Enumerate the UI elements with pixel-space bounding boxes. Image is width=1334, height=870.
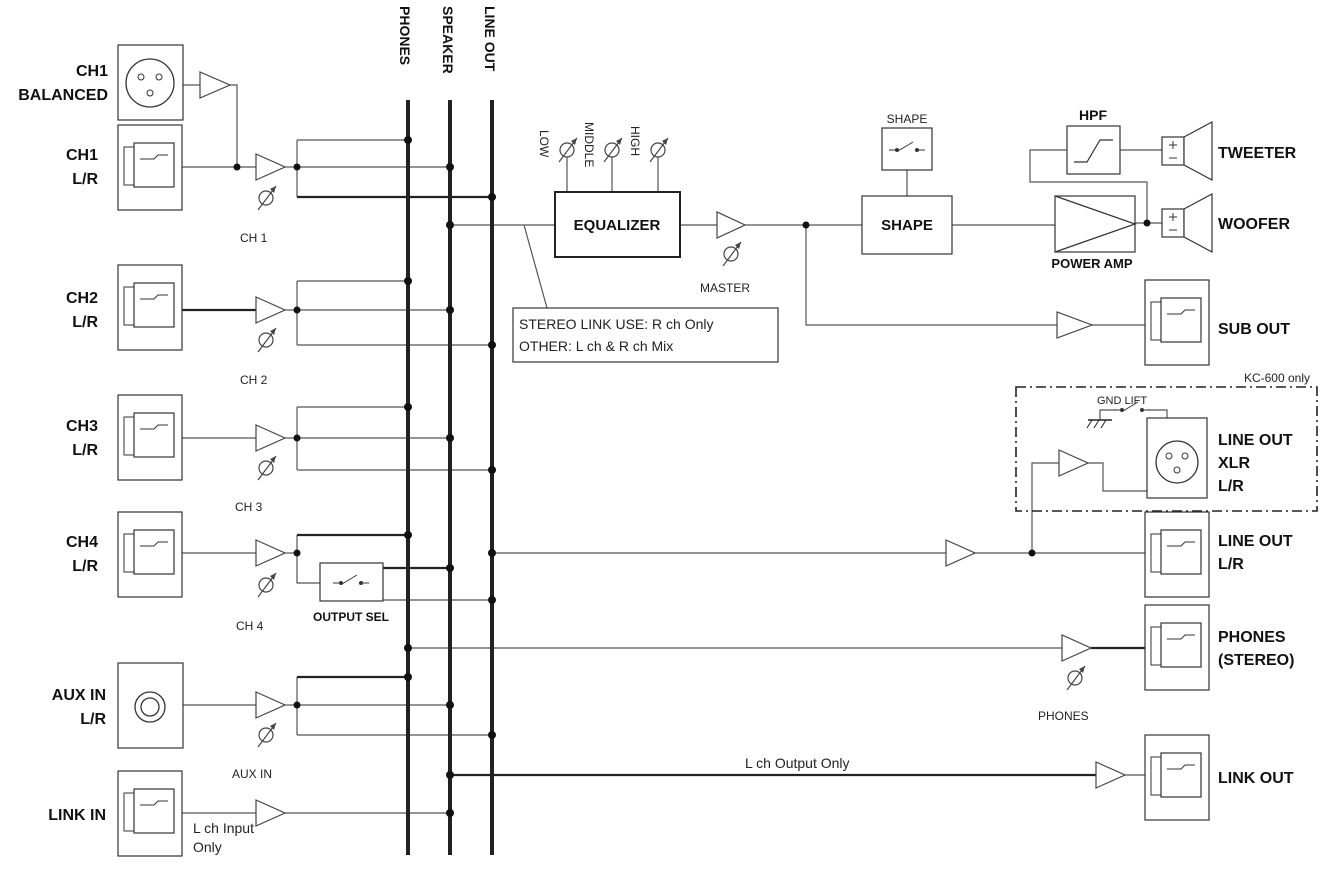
label-ch3-2: L/R bbox=[72, 442, 98, 459]
label-aux-in-1: AUX IN bbox=[52, 687, 106, 704]
ch1-jack bbox=[117, 124, 183, 211]
stereo-link-note-box bbox=[512, 307, 779, 363]
phones-out-jack bbox=[1144, 604, 1210, 691]
line-out-jack bbox=[1144, 511, 1210, 598]
eq-middle-label: MIDDLE bbox=[582, 122, 596, 167]
bus-label-phones: PHONES bbox=[397, 6, 413, 65]
phones-knob-icon[interactable] bbox=[1066, 665, 1086, 691]
aux-in-knob-icon[interactable] bbox=[257, 722, 277, 748]
ch4-knob-icon[interactable] bbox=[257, 572, 277, 598]
label-line-out-xlr-1: LINE OUT bbox=[1218, 432, 1293, 449]
wires bbox=[182, 84, 1168, 814]
ch1-balanced-jack bbox=[117, 44, 184, 121]
line-out-xlr-jack bbox=[1146, 417, 1208, 499]
power-amp-label: POWER AMP bbox=[1051, 256, 1132, 271]
eq-low-knob-icon[interactable] bbox=[558, 137, 578, 163]
bus-label-line-out: LINE OUT bbox=[482, 6, 498, 72]
aux-in-jack bbox=[117, 662, 184, 749]
bus-label-speaker: SPEAKER bbox=[440, 6, 456, 74]
label-ch1-2: L/R bbox=[72, 171, 98, 188]
label-ch1-balanced-1: CH1 bbox=[76, 63, 108, 80]
label-aux-in-2: L/R bbox=[80, 711, 106, 728]
ch1-knob-icon[interactable] bbox=[257, 185, 277, 211]
label-line-out-xlr-3: L/R bbox=[1218, 478, 1244, 495]
knob-label-master: MASTER bbox=[700, 281, 750, 295]
bus-lines bbox=[406, 100, 494, 855]
knob-label-aux-in: AUX IN bbox=[232, 767, 272, 781]
knob-label-ch2: CH 2 bbox=[240, 373, 268, 387]
label-woofer: WOOFER bbox=[1218, 216, 1290, 233]
eq-high-label: HIGH bbox=[628, 126, 642, 156]
ch2-jack bbox=[117, 264, 183, 351]
equalizer-box bbox=[554, 191, 681, 258]
gnd-lift-label: GND LIFT bbox=[1097, 395, 1147, 407]
stereo-link-note-line2: OTHER: L ch & R ch Mix bbox=[519, 338, 673, 354]
label-link-in: LINK IN bbox=[48, 807, 106, 824]
link-in-note-2: Only bbox=[193, 839, 222, 855]
eq-low-label: LOW bbox=[537, 130, 551, 158]
label-phones-out-2: (STEREO) bbox=[1218, 652, 1294, 669]
knob-label-ch4: CH 4 bbox=[236, 619, 264, 633]
link-out-note: L ch Output Only bbox=[745, 755, 850, 771]
eq-high-knob-icon[interactable] bbox=[649, 137, 669, 163]
label-tweeter: TWEETER bbox=[1218, 145, 1297, 162]
label-ch1-balanced-2: BALANCED bbox=[18, 87, 108, 104]
label-ch4-2: L/R bbox=[72, 558, 98, 575]
shape-switch-box bbox=[881, 127, 933, 171]
link-in-jack bbox=[117, 770, 183, 857]
ch3-knob-icon[interactable] bbox=[257, 455, 277, 481]
woofer-speaker-icon bbox=[1161, 192, 1213, 254]
label-ch3-1: CH3 bbox=[66, 418, 98, 435]
sub-out-jack bbox=[1144, 279, 1210, 366]
label-line-out-1: LINE OUT bbox=[1218, 533, 1293, 550]
knob-label-ch3: CH 3 bbox=[235, 500, 263, 514]
ch2-knob-icon[interactable] bbox=[257, 327, 277, 353]
link-out-jack bbox=[1144, 734, 1210, 821]
label-line-out-xlr-2: XLR bbox=[1218, 455, 1250, 472]
label-link-out: LINK OUT bbox=[1218, 770, 1294, 787]
hpf-curve-icon bbox=[1074, 139, 1113, 163]
label-ch2-2: L/R bbox=[72, 314, 98, 331]
label-ch4-1: CH4 bbox=[66, 534, 98, 551]
output-sel-label: OUTPUT SEL bbox=[313, 610, 389, 624]
knob-label-phones: PHONES bbox=[1038, 709, 1089, 723]
link-in-note-1: L ch Input bbox=[193, 820, 254, 836]
label-line-out-2: L/R bbox=[1218, 556, 1244, 573]
tweeter-speaker-icon bbox=[1161, 120, 1213, 182]
knob-label-ch1: CH 1 bbox=[240, 231, 268, 245]
label-sub-out: SUB OUT bbox=[1218, 321, 1290, 338]
label-phones-out-1: PHONES bbox=[1218, 629, 1286, 646]
kc600-note: KC-600 only bbox=[1244, 371, 1310, 385]
shape-switch-label: SHAPE bbox=[887, 112, 928, 126]
power-amp-block bbox=[1054, 195, 1137, 253]
master-knob-icon[interactable] bbox=[722, 241, 742, 267]
label-ch2-1: CH2 bbox=[66, 290, 98, 307]
amp-triangles bbox=[199, 71, 1127, 827]
hpf-label: HPF bbox=[1079, 107, 1107, 123]
eq-middle-knob-icon[interactable] bbox=[603, 137, 623, 163]
kc600-dashed-box bbox=[1015, 386, 1318, 512]
shape-box-label: SHAPE bbox=[881, 217, 933, 234]
shape-box bbox=[861, 195, 953, 255]
ch4-jack bbox=[117, 511, 183, 598]
equalizer-label: EQUALIZER bbox=[574, 217, 661, 234]
ch3-jack bbox=[117, 394, 183, 481]
ground-icon bbox=[1086, 419, 1112, 429]
stereo-link-note-line1: STEREO LINK USE: R ch Only bbox=[519, 316, 714, 332]
label-ch1-1: CH1 bbox=[66, 147, 98, 164]
output-sel-box bbox=[319, 562, 384, 602]
junction-dots bbox=[233, 136, 1151, 817]
